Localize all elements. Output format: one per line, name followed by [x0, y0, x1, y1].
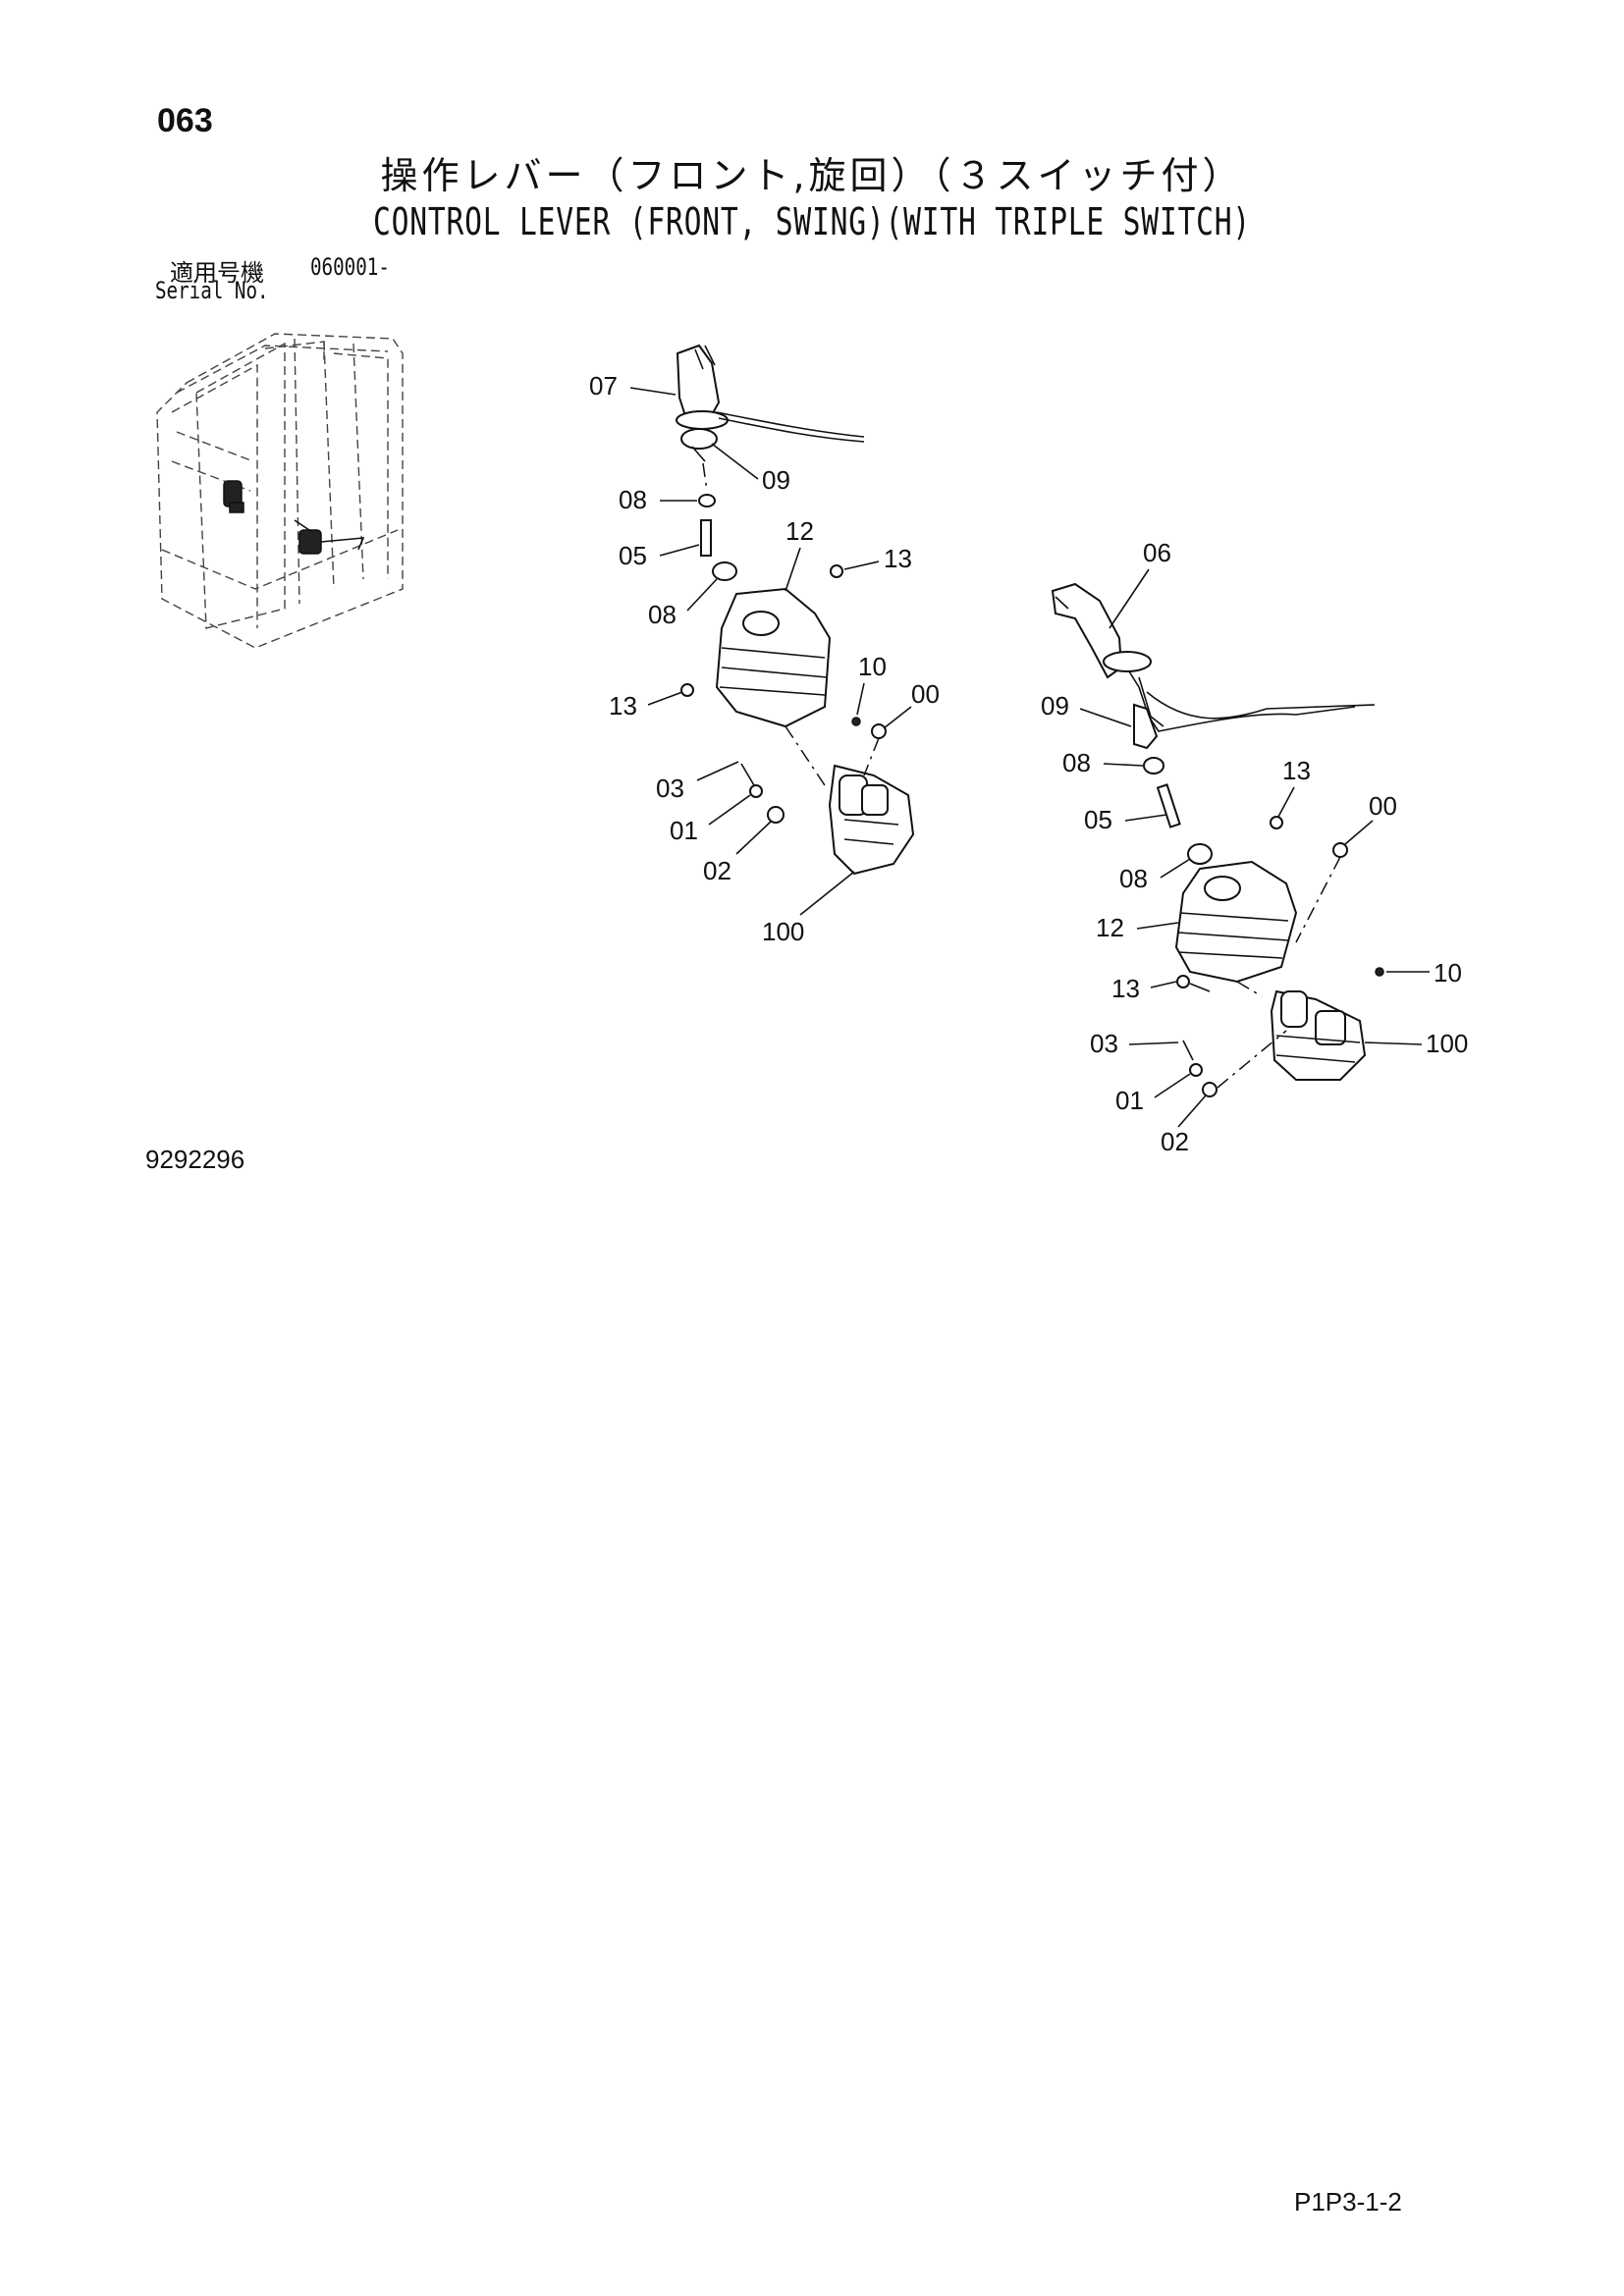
left-screw-13b [680, 683, 694, 697]
page-title-jp: 操作レバー（フロント,旋回）（３スイッチ付） [380, 154, 1244, 197]
left-bellows-12 [715, 587, 832, 728]
callout-09-right: 09 [1041, 691, 1069, 721]
page-number: 063 [157, 102, 213, 139]
callout-02-right: 02 [1161, 1127, 1189, 1156]
callout-13b-left: 13 [609, 691, 637, 721]
callout-06-right: 06 [1143, 538, 1171, 567]
callout-08a-right: 08 [1062, 748, 1091, 777]
callout-13a-left: 13 [884, 544, 912, 573]
callout-10-left: 10 [858, 652, 887, 681]
callout-09-left: 09 [762, 465, 790, 495]
callout-13a-right: 13 [1282, 756, 1311, 785]
left-nut-08b [712, 561, 737, 581]
right-washer-01 [1189, 1063, 1203, 1077]
callout-12-right: 12 [1096, 913, 1124, 942]
callout-10-right: 10 [1434, 958, 1462, 988]
right-nut-08b [1187, 843, 1213, 865]
cab-locator-illustration [156, 333, 404, 649]
callout-02-left: 02 [703, 856, 731, 885]
callout-03-right: 03 [1090, 1029, 1118, 1058]
serial-label-en: Serial No. [155, 277, 269, 304]
right-boot-09 [1133, 703, 1159, 750]
callout-08b-right: 08 [1119, 864, 1148, 893]
right-screw-13a [1270, 816, 1283, 829]
callout-01-right: 01 [1115, 1086, 1144, 1115]
right-bolt-03 [1182, 1040, 1194, 1061]
right-pin-10 [1375, 967, 1384, 977]
callout-08b-left: 08 [648, 600, 677, 629]
right-lever-marker [298, 529, 322, 555]
left-plug-00 [871, 723, 887, 739]
left-nut-08a [698, 494, 716, 507]
callout-08a-left: 08 [619, 485, 647, 514]
page-title-en: CONTROL LEVER (FRONT, SWING)(WITH TRIPLE… [372, 200, 1251, 243]
parts-diagram: 07 09 08 05 12 13 08 13 10 00 03 01 02 1… [156, 333, 1468, 1156]
right-grip-06 [1051, 582, 1123, 679]
callout-12-left: 12 [785, 516, 814, 546]
callout-100-right: 100 [1426, 1029, 1468, 1058]
callout-13b-right: 13 [1111, 974, 1140, 1003]
callout-03-left: 03 [656, 774, 684, 803]
left-lever-assembly: 07 09 08 05 12 13 08 13 10 00 03 01 02 1… [589, 344, 940, 946]
left-washer-01 [749, 784, 763, 798]
callout-100-left: 100 [762, 917, 804, 946]
callout-00-right: 00 [1369, 791, 1397, 821]
right-rod-05 [1156, 783, 1181, 828]
left-boot-09 [680, 428, 718, 450]
right-washer-02 [1202, 1082, 1218, 1097]
callout-05-left: 05 [619, 541, 647, 570]
left-pin-10 [851, 717, 861, 726]
page-code: P1P3-1-2 [1294, 2187, 1402, 2216]
left-washer-02 [767, 806, 785, 824]
right-plug-00 [1332, 842, 1348, 858]
left-screw-13a [830, 564, 843, 578]
right-nut-08a [1143, 757, 1164, 774]
right-lever-assembly: 06 09 08 05 13 00 08 12 13 10 03 100 01 … [1041, 538, 1468, 1156]
right-screw-13b [1176, 975, 1190, 988]
callout-00-left: 00 [911, 679, 940, 709]
serial-label-jp: 適用号機 [170, 259, 264, 287]
figure-number: 9292296 [145, 1145, 245, 1174]
left-rod-05 [700, 519, 712, 557]
callout-07-left: 07 [589, 371, 618, 400]
callout-05-right: 05 [1084, 805, 1112, 834]
left-bolt-03 [740, 763, 755, 786]
serial-value: 060001- [310, 253, 390, 281]
callout-01-left: 01 [670, 816, 698, 845]
